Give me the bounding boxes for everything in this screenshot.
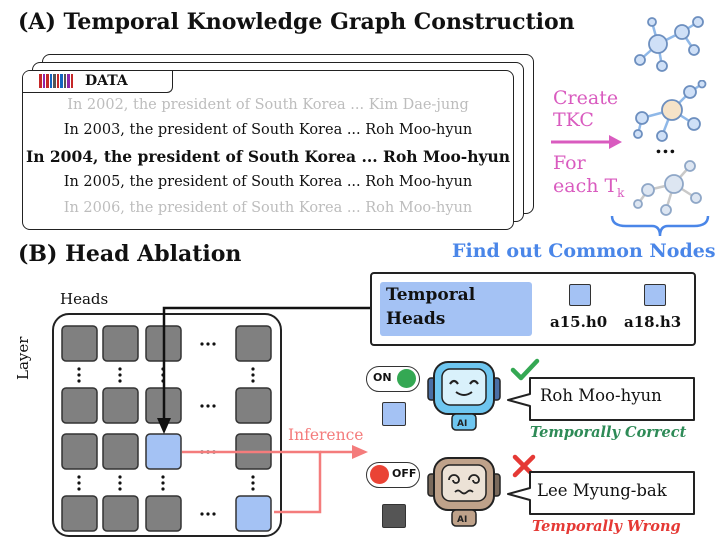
grid-cell <box>102 325 139 362</box>
inference-arrows <box>182 445 368 514</box>
tkc-label: TKC <box>553 109 594 131</box>
grid-cell <box>145 495 182 532</box>
temporal-heads-label-2: Heads <box>386 309 446 329</box>
temporal-heads-label-1: Temporal <box>386 285 476 305</box>
data-line-2006: In 2006, the president of South Korea ..… <box>63 200 473 216</box>
toggle-off-knob <box>370 465 389 484</box>
robot-happy-icon: AI <box>427 361 501 431</box>
graph-icon <box>633 80 707 142</box>
layer-label: Layer <box>14 336 32 380</box>
temporal-heads-box: Temporal Heads a15.h0 a18.h3 <box>370 272 696 346</box>
check-icon <box>510 358 540 381</box>
toggle-on-knob <box>397 369 416 388</box>
graph-icon <box>634 16 704 72</box>
toggle-on-icon: ON <box>366 366 420 392</box>
data-line-2004: In 2004, the president of South Korea ..… <box>25 147 511 166</box>
grid-cell <box>102 495 139 532</box>
graph-ellipsis: ... <box>655 134 676 158</box>
common-nodes-label: Find out Common Nodes <box>452 240 716 262</box>
grid-cell <box>102 387 139 424</box>
data-line-2003: In 2003, the president of South Korea ..… <box>63 122 473 138</box>
data-line-2002: In 2002, the president of South Korea ..… <box>67 97 469 113</box>
section-b-title: (B) Head Ablation <box>18 241 242 267</box>
correct-answer: Roh Moo-hyun <box>540 386 662 405</box>
grid-cell <box>61 387 98 424</box>
head-on-square <box>382 402 406 426</box>
each-label: each Tk <box>553 175 624 204</box>
section-a-title: (A) Temporal Knowledge Graph Constructio… <box>18 9 575 35</box>
toggle-off-label: OFF <box>392 467 417 480</box>
ai-label-happy: AI <box>457 419 467 429</box>
graph-icon <box>633 160 702 216</box>
inference-label: Inference <box>288 426 364 444</box>
heads-label: Heads <box>60 290 109 308</box>
temporal-heads-highlight <box>380 282 532 336</box>
grid-cell-temporal-head <box>235 495 272 532</box>
ai-label-confused: AI <box>457 515 467 525</box>
grid-cell <box>61 433 98 470</box>
barcode-icon <box>39 74 73 88</box>
toggle-off-icon: OFF <box>366 462 420 488</box>
head-a-square <box>569 284 591 306</box>
for-label: For <box>553 152 586 174</box>
robot-confused-icon: AI <box>427 457 501 527</box>
each-subscript: k <box>617 185 625 200</box>
toggle-on-label: ON <box>373 371 392 384</box>
create-label: Create <box>553 87 619 109</box>
head-b-square <box>644 284 666 306</box>
document-card: DATA In 2002, the president of South Kor… <box>22 70 514 230</box>
correct-verdict: Temporally Correct <box>530 424 687 441</box>
each-text: each T <box>553 175 618 197</box>
wrong-answer: Lee Myung-bak <box>537 481 667 500</box>
grid-cell-temporal-head <box>145 433 182 470</box>
wrong-verdict: Temporally Wrong <box>532 518 681 535</box>
wrong-bubble-shape <box>507 471 695 515</box>
grid-cell <box>102 433 139 470</box>
tkc-arrow <box>551 135 622 149</box>
temporal-heads-connector <box>157 306 372 434</box>
head-a-label: a15.h0 <box>550 313 608 331</box>
grid-cell <box>61 325 98 362</box>
common-nodes-brace <box>610 215 710 237</box>
grid-cell <box>235 325 272 362</box>
head-off-square <box>382 504 406 528</box>
grid-cell <box>235 387 272 424</box>
grid-cell <box>61 495 98 532</box>
data-line-2005: In 2005, the president of South Korea ..… <box>63 174 473 190</box>
head-b-label: a18.h3 <box>624 313 682 331</box>
data-tag-label: DATA <box>85 73 128 89</box>
correct-bubble-shape <box>507 377 695 421</box>
